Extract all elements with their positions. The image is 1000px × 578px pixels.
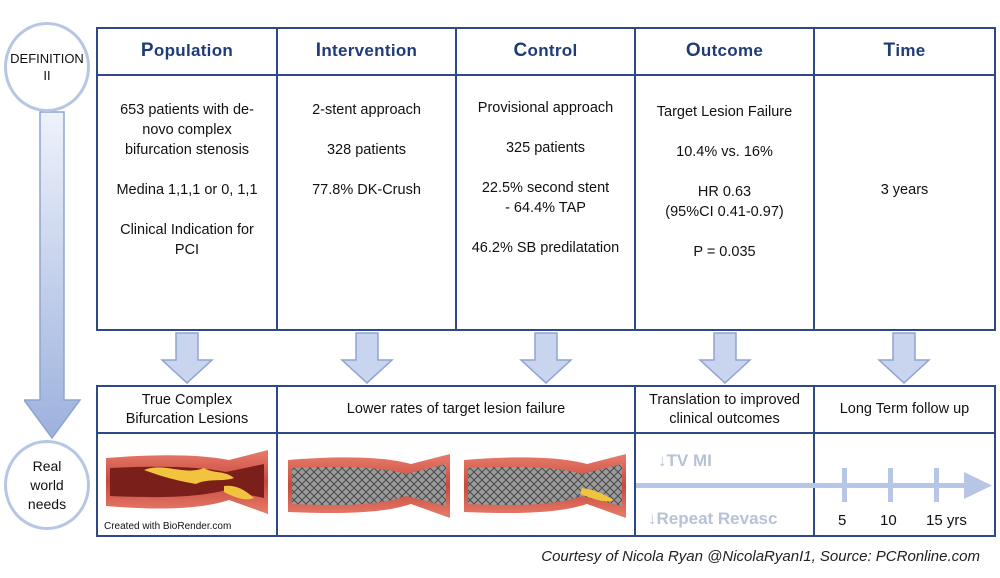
population-line: Clinical Indication for PCI <box>120 222 254 258</box>
header-initial: C <box>513 40 528 61</box>
population-line: 653 patients with de- novo complex bifur… <box>120 102 254 158</box>
column-divider <box>276 27 278 331</box>
footer-credit: Courtesy of Nicola Ryan @NicolaRyanI1, S… <box>541 548 980 565</box>
timeline-arrow <box>636 468 992 502</box>
needs-column-divider <box>813 385 815 537</box>
definition-label: DEFINITION II <box>10 51 84 83</box>
down-arrow <box>698 332 752 384</box>
needs-column-divider <box>276 385 278 537</box>
diseased-artery-image <box>106 450 268 514</box>
timeline-tick-label: 5 <box>838 512 847 529</box>
intervention-line: 77.8% DK-Crush <box>312 182 421 198</box>
outcome-details: Target Lesion Failure 10.4% vs. 16% HR 0… <box>638 102 811 282</box>
needs-divider <box>96 432 996 434</box>
header-rest: opulation <box>153 41 234 60</box>
needs-table <box>96 385 996 537</box>
big-down-arrow <box>24 111 82 440</box>
header-rest: ime <box>895 41 926 60</box>
timeline-tick-label: 10 <box>880 512 897 529</box>
need-population: True Complex Bifurcation Lesions <box>125 391 249 427</box>
column-divider <box>813 27 815 331</box>
header-rest: ontrol <box>527 41 578 60</box>
header-divider <box>96 74 996 76</box>
repeat-revasc-reduction: ↓Repeat Revasc <box>648 509 778 528</box>
header-initial: P <box>140 40 154 61</box>
stented-artery-image <box>288 454 450 518</box>
time-details: 3 years <box>817 180 992 220</box>
control-line: 22.5% second stent - 64.4% TAP <box>481 180 610 216</box>
header-initial: O <box>685 40 701 61</box>
pico-table <box>96 27 996 331</box>
outcome-line: Target Lesion Failure <box>656 104 793 120</box>
control-line: 325 patients <box>505 140 585 156</box>
intervention-details: 2-stent approach 328 patients 77.8% DK-C… <box>280 100 453 220</box>
control-line: Provisional approach <box>477 100 614 116</box>
tv-mi-reduction: ↓TV MI <box>658 451 712 470</box>
need-intervention-control: Lower rates of target lesion failure <box>346 401 566 417</box>
population-line: Medina 1,1,1 or 0, 1,1 <box>116 182 258 198</box>
outcome-line: 10.4% vs. 16% <box>676 144 773 160</box>
control-details: Provisional approach 325 patients 22.5% … <box>459 98 632 278</box>
timeline-tick-label: 15 yrs <box>926 512 967 529</box>
control-line: 46.2% SB predilatation <box>471 240 620 256</box>
outcome-line: HR 0.63 (95%CI 0.41-0.97) <box>665 184 784 220</box>
down-arrow <box>160 332 214 384</box>
need-time: Long Term follow up <box>839 401 970 417</box>
real-world-label: Real world needs <box>27 457 67 512</box>
column-divider <box>634 27 636 331</box>
stented-artery-image <box>464 454 626 518</box>
header-initial: I <box>315 40 322 61</box>
time-line: 3 years <box>880 182 929 198</box>
needs-column-divider <box>634 385 636 537</box>
header-rest: utcome <box>700 41 764 60</box>
real-world-ellipse: Real world needs <box>4 440 90 530</box>
down-arrow <box>519 332 573 384</box>
intervention-line: 328 patients <box>326 142 406 158</box>
header-initial: T <box>883 40 896 61</box>
down-arrow <box>340 332 394 384</box>
need-outcome: Translation to improved clinical outcome… <box>649 391 800 427</box>
outcome-line: P = 0.035 <box>693 244 756 260</box>
biorender-credit: Created with BioRender.com <box>104 521 232 532</box>
definition-ellipse: DEFINITION II <box>4 22 90 112</box>
down-arrow <box>877 332 931 384</box>
header-rest: ntervention <box>321 41 418 60</box>
population-details: 653 patients with de- novo complex bifur… <box>100 100 274 280</box>
intervention-line: 2-stent approach <box>312 102 421 118</box>
column-divider <box>455 27 457 331</box>
